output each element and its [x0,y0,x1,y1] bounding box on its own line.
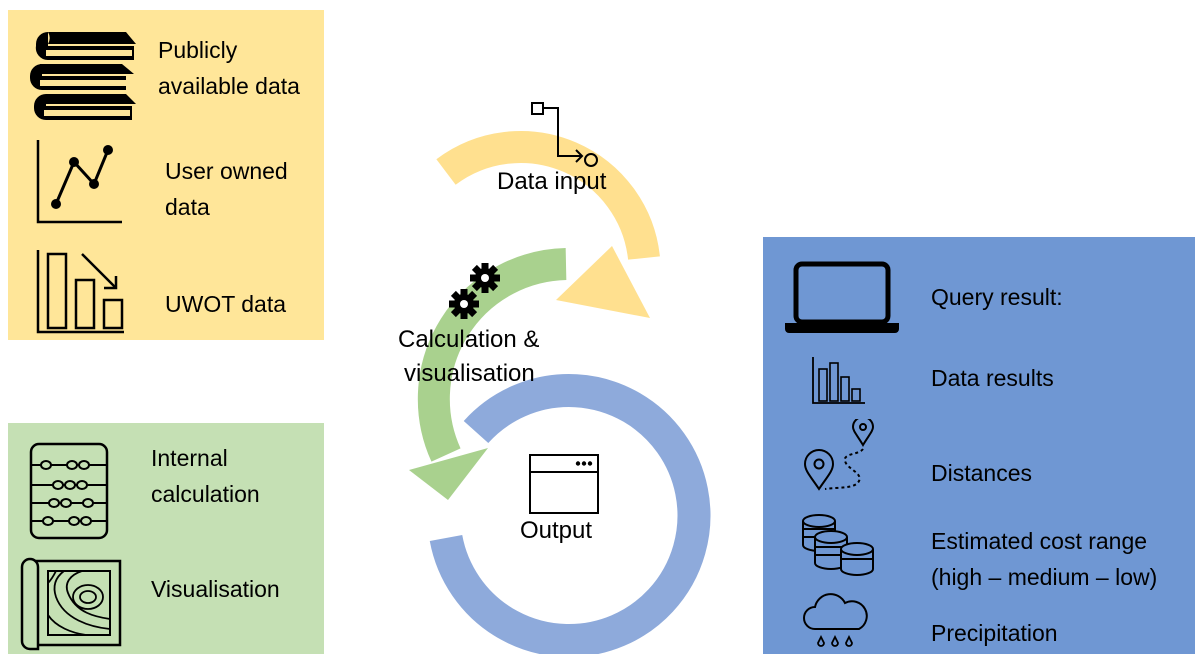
bar-chart-decrease-icon [34,248,126,336]
calculation-arrow [409,248,567,500]
source-label-user-1: User owned [165,158,288,184]
route-icon [803,419,879,493]
calculation-label-1: Calculation & [398,326,540,353]
results-panel: Query result: Data results Distances [763,237,1195,654]
calc-label-internal-2: calculation [151,481,260,507]
output-ring [429,374,711,654]
result-label-cost-2: (high – medium – low) [931,564,1158,590]
source-label-user-2: data [165,194,210,220]
bar-chart-icon [811,355,867,405]
output-label: Output [520,517,593,544]
calculation-label-2: visualisation [404,360,535,387]
input-sources-panel: Publicly available data User owned data … [8,10,324,340]
abacus-icon [28,441,110,541]
source-label-uwot: UWOT data [165,291,286,317]
result-label-distances: Distances [931,460,1032,486]
result-label-data: Data results [931,365,1054,391]
books-icon [26,24,138,124]
data-input-label: Data input [497,168,607,195]
result-label-cost-1: Estimated cost range [931,528,1148,554]
rain-cloud-icon [801,593,871,653]
gears-icon [449,263,500,319]
result-label-precipitation: Precipitation [931,620,1058,646]
result-label-query: Query result: [931,284,1063,310]
calculation-panel: Internal calculation Visualisation [8,423,324,654]
calc-label-internal-1: Internal [151,445,228,471]
data-flow-icon [531,102,598,167]
map-icon [16,553,126,653]
browser-window-icon [529,454,599,514]
source-label-public-1: Publicly [158,37,238,63]
input-arrow [436,130,660,318]
laptop-icon [783,261,901,335]
coins-icon [799,513,875,577]
source-label-public-2: available data [158,73,300,99]
process-cycle [409,102,711,654]
line-chart-icon [34,138,124,226]
calc-label-visualisation: Visualisation [151,576,280,602]
